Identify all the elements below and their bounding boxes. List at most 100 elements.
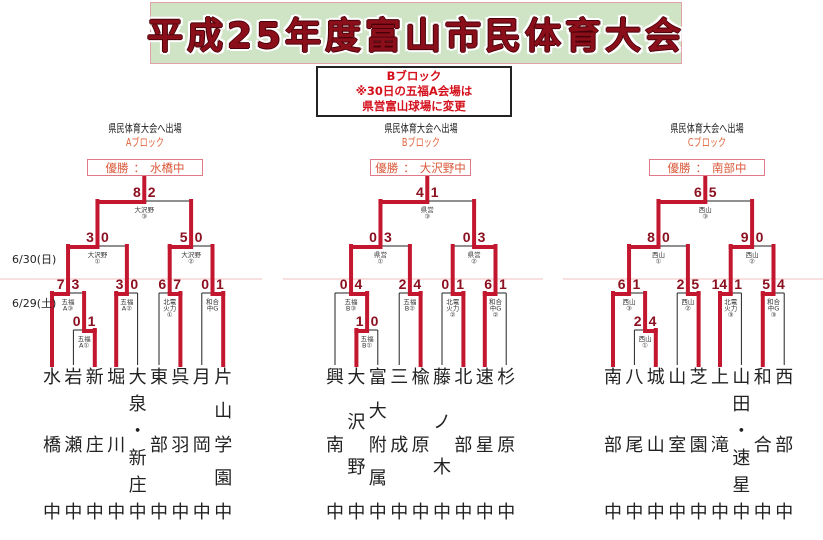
team-name-char: 月 xyxy=(192,367,211,388)
score-left: 8 xyxy=(133,184,141,200)
venue-label: 北電 xyxy=(446,298,460,306)
venue-label: 西山 xyxy=(699,205,712,214)
team-name-char: 中 xyxy=(347,502,366,523)
team-name-char: 泉 xyxy=(128,394,147,415)
score-left: 6 xyxy=(694,184,702,200)
venue-label: 五福 xyxy=(403,297,417,306)
venue-label: ② xyxy=(493,311,499,319)
team-name-char: 大 xyxy=(368,400,387,422)
block-label: Aブロック xyxy=(125,136,165,149)
venue-change-notice: Bブロック ※30日の五福A会場は 県営富山球場に変更 xyxy=(316,66,512,117)
team-name-char: 中 xyxy=(711,502,729,523)
score-right: 1 xyxy=(456,276,464,292)
venue-label: 県営 xyxy=(374,250,387,259)
qualifier-label: 県民体育大会へ出場 xyxy=(384,122,458,135)
team-name-char: 成 xyxy=(390,434,409,456)
venue-label: B③ xyxy=(346,305,356,313)
team-name: 三成中 xyxy=(388,369,410,522)
score-right: 0 xyxy=(130,276,138,292)
team-name-char: 中 xyxy=(753,502,772,523)
score-right: 0 xyxy=(371,313,379,329)
team-name: 南部中 xyxy=(602,369,624,522)
score-left: 0 xyxy=(463,229,471,245)
venue-label: ① xyxy=(656,258,662,266)
team-name-char: 中 xyxy=(668,502,687,523)
bracket-lines xyxy=(629,200,785,365)
team-name-char: 沢 xyxy=(347,412,366,433)
score-left: 5 xyxy=(180,229,188,245)
team-name-char: 南 xyxy=(326,434,344,456)
score-right: 4 xyxy=(777,276,785,292)
score-right: 4 xyxy=(413,276,421,292)
winner-path xyxy=(611,175,776,367)
team-name-char: 中 xyxy=(128,502,147,523)
venue-label: B② xyxy=(405,305,415,313)
score-left: 6 xyxy=(484,276,492,292)
team-name-char: ・ xyxy=(128,421,147,442)
champion-box: 優勝 ： 水橋中 xyxy=(87,159,203,176)
team-name-char: 部 xyxy=(775,434,794,456)
team-name-char: 星 xyxy=(475,434,494,456)
date-label-day2: 6/30(日) xyxy=(12,253,57,266)
team-name: 北部中 xyxy=(452,369,474,522)
team-name-char: 中 xyxy=(107,502,126,523)
team-name: 大泉・新庄中 xyxy=(127,369,149,522)
score-left: 3 xyxy=(86,229,94,245)
team-name-char: 中 xyxy=(475,502,494,523)
team-name-char: 木 xyxy=(433,457,451,478)
block-a-header: 県民体育大会へ出場 Aブロック 優勝 ： 水橋中 xyxy=(65,0,225,180)
score-left: 0 xyxy=(369,229,377,245)
team-name-char: 西 xyxy=(775,367,794,388)
team-name-char: 原 xyxy=(497,434,516,456)
venue-label: 西山 xyxy=(639,334,652,343)
bracket-lines xyxy=(334,200,507,365)
block-b-header: 県民体育大会へ出場 Bブロック 優勝 ： 大沢野中 xyxy=(341,0,501,180)
team-name-char: 中 xyxy=(411,502,430,523)
team-name-char: 中 xyxy=(625,502,644,523)
team-name-char: 中 xyxy=(604,502,622,523)
team-name-char: 部 xyxy=(150,434,168,456)
team-name-char: 山 xyxy=(732,367,751,388)
venue-label: 火力 xyxy=(724,304,737,313)
team-name-char: 橋 xyxy=(43,434,61,456)
venue-label: 和合 xyxy=(489,297,503,306)
score-right: 4 xyxy=(355,276,363,292)
venue-label: ③ xyxy=(424,213,430,221)
score-left: 0 xyxy=(73,313,81,329)
team-name-char: 山 xyxy=(668,367,687,388)
score-right: 7 xyxy=(173,276,181,292)
team-name: 月岡中 xyxy=(191,369,213,522)
team-name-char: 新 xyxy=(85,367,104,388)
team-name-char: 山 xyxy=(214,400,233,422)
team-name-char: 城 xyxy=(646,367,665,388)
team-name-char: 呉 xyxy=(171,367,190,388)
venue-label: 県営 xyxy=(468,250,481,259)
team-name-char: 東 xyxy=(150,367,168,388)
champion-box: 優勝 ： 南部中 xyxy=(649,159,765,176)
score-left: 6 xyxy=(158,276,166,292)
champion-label: 優勝 xyxy=(105,160,129,175)
team-name-char: 庄 xyxy=(128,475,147,496)
team-name: 新庄中 xyxy=(84,369,106,522)
venue-label: A② xyxy=(122,305,132,313)
score-right: 1 xyxy=(431,184,439,200)
team-name-char: 中 xyxy=(43,502,61,523)
winner-path xyxy=(50,175,226,367)
team-name-char: 水 xyxy=(43,367,61,388)
champion-separator: ： xyxy=(403,160,415,175)
team-name: 東部中 xyxy=(148,369,170,522)
team-name-char: 大 xyxy=(347,367,366,388)
team-name-char: 中 xyxy=(732,502,751,523)
page-title: 平成25年度富山市民体育大会 xyxy=(146,16,686,57)
team-name: 上滝中 xyxy=(709,369,731,522)
champion-label: 優勝 xyxy=(667,160,691,175)
team-name-char: 和 xyxy=(753,367,772,388)
team-name: 富大附属中 xyxy=(367,369,389,522)
score-right: 3 xyxy=(478,229,486,245)
team-name: 大沢野中 xyxy=(345,369,367,522)
